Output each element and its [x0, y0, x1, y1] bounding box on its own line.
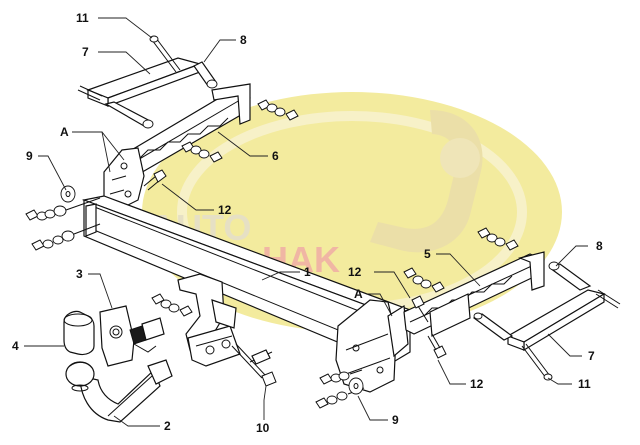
- left-clamp-assembly: [77, 35, 218, 129]
- callout-7-top-left: 7: [82, 45, 89, 59]
- right-clamp-assembly: [472, 261, 621, 381]
- bolt-12-left: [143, 169, 167, 191]
- callout-8-top: 8: [240, 33, 247, 47]
- fasteners-mid-left-bracket: [181, 141, 223, 163]
- washer-9-left: [60, 185, 76, 203]
- callout-1: 1: [304, 265, 311, 279]
- callout-3: 3: [76, 267, 83, 281]
- fasteners-top-left: [257, 99, 299, 121]
- left-side-plate: [103, 147, 145, 211]
- callout-4: 4: [12, 339, 19, 353]
- fasteners-center: [151, 293, 193, 317]
- fasteners-right-side-upper: [319, 369, 363, 385]
- callout-2: 2: [164, 419, 171, 433]
- electrical-socket-plate: [99, 305, 165, 367]
- fasteners-right-mid: [403, 267, 445, 293]
- right-frame-bracket: [403, 251, 545, 337]
- callout-5: 5: [424, 247, 431, 261]
- tow-ball-neck: [65, 359, 173, 423]
- callout-a-left: A: [60, 125, 69, 139]
- fasteners-right-top: [477, 227, 519, 251]
- fasteners-left-side-upper: [25, 197, 101, 221]
- watermark-hook-ball: [440, 138, 480, 178]
- callout-11-right: 11: [578, 377, 591, 391]
- callout-12-right-upper: 12: [348, 265, 362, 279]
- callout-12-left: 12: [218, 203, 232, 217]
- leader-lines: [24, 17, 588, 427]
- center-mounting-bracket: [177, 273, 241, 367]
- fasteners-left-side-lower: [31, 223, 101, 251]
- right-side-plate: [335, 299, 409, 393]
- callout-8-right: 8: [596, 239, 603, 253]
- tow-ball-cover: [63, 310, 95, 356]
- callout-labels: 11 7 8 A 9 6 12 1 3 4 2 5 12 A 10 9 12 8…: [12, 11, 603, 435]
- left-frame-bracket: [117, 83, 251, 179]
- bolt-10: [231, 343, 277, 387]
- fasteners-right-side-lower: [315, 387, 365, 409]
- bolt-12-right-upper: [411, 295, 429, 323]
- callout-7-right: 7: [588, 349, 595, 363]
- callout-9-left: 9: [26, 149, 33, 163]
- callout-6: 6: [272, 149, 279, 163]
- callout-9-right: 9: [392, 413, 399, 427]
- callout-12-right-lower: 12: [470, 377, 484, 391]
- callout-10: 10: [256, 421, 270, 435]
- callout-11-top-left: 11: [76, 11, 89, 25]
- callout-a-right: A: [354, 287, 363, 301]
- washer-9-right: [348, 377, 364, 395]
- bolt-12-right-lower: [427, 333, 447, 359]
